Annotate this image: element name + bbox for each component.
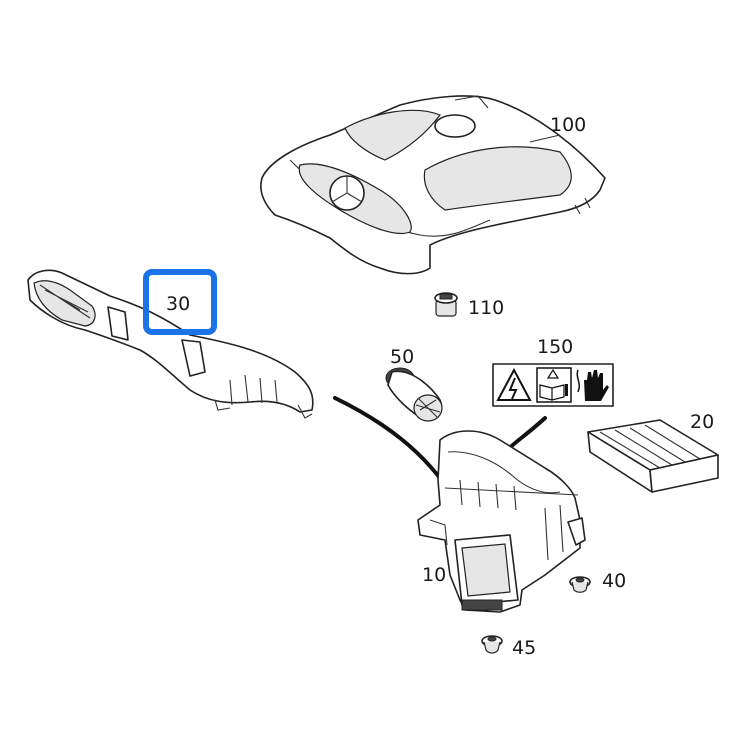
air-mass-sensor[interactable] xyxy=(385,367,443,422)
caution-manual-icon xyxy=(536,367,572,403)
high-voltage-warning-icon xyxy=(496,367,532,401)
engine-cover[interactable] xyxy=(260,95,606,275)
air-filter-housing[interactable] xyxy=(417,430,586,613)
leader-100 xyxy=(529,134,561,143)
air-filter-element[interactable] xyxy=(587,419,719,493)
glove-hand-icon xyxy=(576,369,609,401)
callout-50[interactable]: 50 xyxy=(390,346,414,368)
rubber-mount[interactable] xyxy=(569,576,591,593)
callout-150[interactable]: 150 xyxy=(537,336,573,358)
callout-10[interactable]: 10 xyxy=(422,564,446,586)
callout-30[interactable]: 30 xyxy=(166,293,190,315)
warning-label[interactable] xyxy=(492,363,614,407)
callout-100[interactable]: 100 xyxy=(550,114,586,136)
callout-110[interactable]: 110 xyxy=(468,297,504,319)
callout-40[interactable]: 40 xyxy=(602,570,626,592)
rubber-buffer[interactable] xyxy=(481,635,503,654)
callout-45[interactable]: 45 xyxy=(512,637,536,659)
grommet[interactable] xyxy=(434,292,458,317)
callout-30-highlight[interactable]: 30 xyxy=(143,269,217,335)
callout-20[interactable]: 20 xyxy=(690,411,714,433)
